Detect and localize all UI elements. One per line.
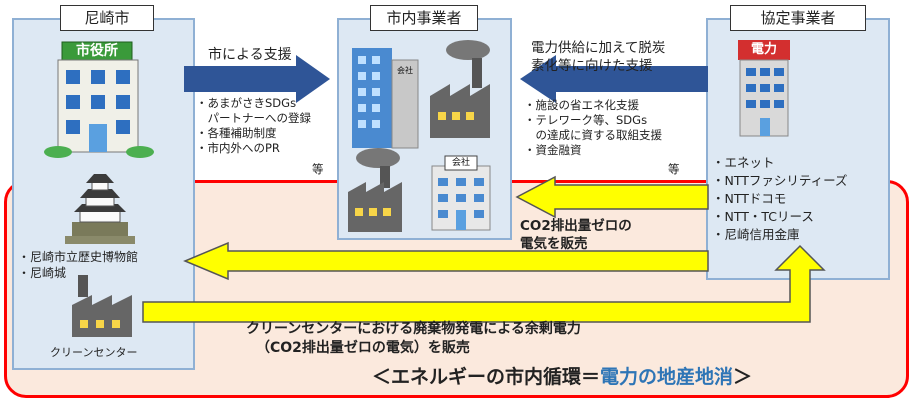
partner-support-label: 素化等に向けた支援 [531, 58, 653, 74]
city-hall-icon [44, 41, 154, 158]
surplus-power-label: （CO2排出量ゼロの電気）を販売 [256, 340, 470, 356]
city-hall-sign: 市役所 [76, 43, 118, 59]
office-company-sign: 会社 [397, 66, 413, 75]
amagasaki-title: 尼崎市 [60, 5, 154, 31]
partner-support-item: の達成に資する取組支援 [524, 128, 662, 142]
city-support-item: ・あまがさきSDGs [196, 96, 297, 110]
partner-support-arrow [520, 55, 708, 103]
city-facility: ・尼崎市立歴史博物館 [18, 250, 139, 264]
city-support-label: 市による支援 [208, 47, 292, 63]
office-tower-icon [352, 48, 419, 149]
energy-cycle-title: ＜エネルギーの市内循環＝電力の地産地消＞ [372, 362, 752, 389]
factory-icon-2 [348, 148, 402, 232]
castle-icon [65, 174, 135, 244]
power-company-sign: 電力 [750, 42, 777, 57]
city-support-item: パートナーへの登録 [196, 111, 311, 125]
partner-support-item: ・施設の省エネ化支援 [524, 98, 639, 112]
energy-cycle-title-highlight: 電力の地産地消 [600, 366, 734, 388]
partners-panel [706, 18, 890, 280]
partner-item: ・尼崎信用金庫 [712, 227, 800, 242]
partners-title: 協定事業者 [730, 5, 866, 31]
city-support-item: ・市内外へのPR [196, 141, 280, 155]
partner-item: ・NTTファシリティーズ [712, 173, 848, 188]
sell-to-businesses-arrow [515, 175, 709, 219]
businesses-title: 市内事業者 [370, 5, 478, 31]
city-support-etc: 等 [312, 162, 324, 176]
surplus-power-label: クリーンセンターにおける廃棄物発電による余剰電力 [246, 321, 581, 337]
clean-center-label: クリーンセンター [50, 346, 138, 359]
partner-item: ・NTT・TCリース [712, 209, 814, 224]
partner-item: ・NTTドコモ [712, 191, 787, 206]
surplus-power-arrow [142, 244, 826, 323]
city-facility: ・尼崎城 [18, 266, 67, 280]
company-sign: 会社 [451, 158, 470, 168]
city-support-arrow [184, 55, 330, 103]
city-support-item: ・各種補助制度 [196, 126, 277, 140]
energy-cycle-title-suffix: ＞ [733, 366, 753, 388]
partner-item: ・エネット [712, 155, 775, 170]
sell-to-city-arrow [183, 241, 709, 281]
power-company-icon [738, 40, 790, 137]
partner-support-etc: 等 [668, 162, 680, 176]
partner-support-item: ・テレワーク等、SDGs [524, 113, 648, 127]
energy-cycle-title-prefix: ＜エネルギーの市内循環＝ [372, 366, 601, 388]
partner-support-label: 電力供給に加えて脱炭 [531, 40, 666, 56]
sell-zero-co2-label: CO2排出量ゼロの [520, 218, 632, 234]
clean-center-icon [72, 275, 132, 337]
factory-icon [430, 40, 490, 138]
sell-zero-co2-label: 電気を販売 [520, 236, 588, 252]
partner-support-item: ・資金融資 [524, 143, 582, 157]
company-building-icon [431, 155, 491, 231]
